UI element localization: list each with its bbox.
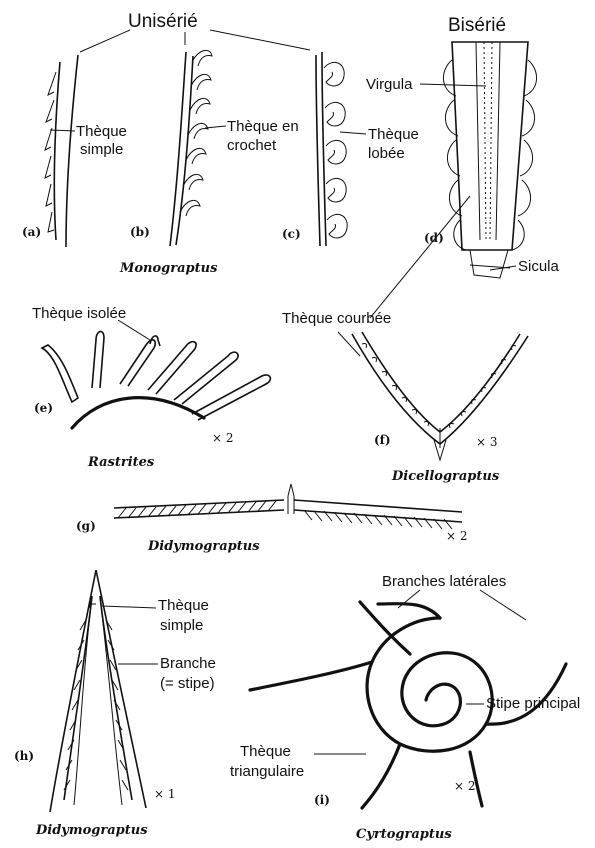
svg-text:Sicula: Sicula [518, 258, 560, 275]
panel-letter-g: (g) [76, 519, 96, 533]
panel-letter-f: (f) [374, 433, 391, 447]
svg-text:triangulaire: triangulaire [230, 763, 304, 780]
svg-text:simple: simple [80, 141, 123, 158]
h-branche-label: Branche (= stipe) [118, 655, 216, 692]
svg-text:Thèque isolée: Thèque isolée [32, 305, 126, 322]
panel-letter-e: (e) [34, 401, 53, 415]
scale-e: × 2 [212, 431, 234, 445]
panel-d-drawing [443, 42, 536, 278]
genus-monograptus: Monograptus [119, 261, 218, 276]
svg-text:lobée: lobée [368, 145, 405, 162]
svg-text:Thèque en: Thèque en [227, 118, 299, 135]
branches-laterales-label: Branches latérales [382, 573, 526, 620]
svg-text:Thèque courbée: Thèque courbée [282, 310, 391, 327]
theque-courbee-label: Thèque courbée [282, 196, 470, 356]
svg-text:(= stipe): (= stipe) [160, 675, 215, 692]
scale-i: × 2 [454, 779, 476, 793]
scale-h: × 1 [154, 787, 176, 801]
h-theque-label: Thèque simple [102, 597, 209, 634]
svg-text:Virgula: Virgula [366, 76, 413, 93]
panel-e-drawing [42, 331, 270, 428]
theque-crochet-label: Thèque en crochet [205, 118, 299, 154]
scale-f: × 3 [476, 435, 498, 449]
svg-text:Branches latérales: Branches latérales [382, 573, 506, 590]
panel-letter-d: (d) [424, 231, 444, 245]
scale-g: × 2 [446, 529, 468, 543]
svg-text:Thèque: Thèque [368, 126, 419, 143]
panel-letter-h: (h) [14, 749, 34, 763]
virgula-label: Virgula [366, 76, 486, 93]
panel-letter-i: (i) [314, 793, 330, 807]
theque-isolee-label: Thèque isolée [32, 305, 150, 340]
svg-text:crochet: crochet [227, 137, 277, 154]
panel-a-drawing [45, 55, 78, 247]
panel-h-drawing [50, 570, 146, 812]
panel-letter-b: (b) [130, 225, 150, 239]
stipe-principal-label: Stipe principal [466, 695, 580, 712]
sicula-label: Sicula [490, 258, 560, 275]
genus-dicellograptus: Dicellograptus [391, 469, 500, 484]
theque-simple-label-a: Thèque simple [50, 123, 127, 158]
svg-text:Stipe principal: Stipe principal [486, 695, 580, 712]
uniserie-leader-lines [80, 30, 310, 52]
svg-text:simple: simple [160, 617, 203, 634]
genus-didymograptus-h: Didymograptus [35, 823, 148, 838]
panel-letter-c: (c) [282, 227, 301, 241]
svg-text:Thèque: Thèque [240, 743, 291, 760]
panel-letter-a: (a) [22, 225, 41, 239]
svg-text:Thèque: Thèque [158, 597, 209, 614]
genus-rastrites: Rastrites [87, 455, 155, 470]
svg-text:Branche: Branche [160, 655, 216, 672]
theque-lobee-label: Thèque lobée [340, 126, 419, 162]
genus-cyrtograptus: Cyrtograptus [356, 827, 452, 842]
panel-g-drawing [114, 484, 462, 529]
uniserie-heading: Unisérié [128, 11, 198, 32]
genus-didymograptus-g: Didymograptus [147, 539, 260, 554]
svg-text:Thèque: Thèque [76, 123, 127, 140]
panel-c-drawing [316, 52, 347, 246]
panel-b-drawing [170, 50, 212, 246]
biserie-heading: Bisérié [448, 15, 506, 36]
theque-triangulaire-label: Thèque triangulaire [230, 743, 366, 780]
